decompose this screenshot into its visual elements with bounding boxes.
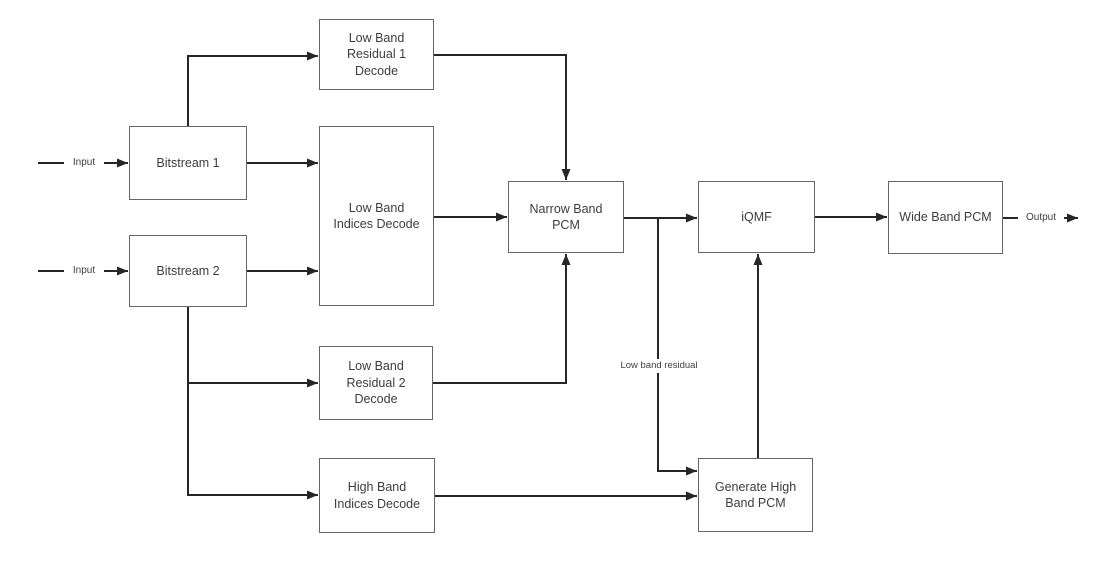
label-input-1: Input [64,156,104,170]
connector-residual1-narrowbandpcm [434,54,571,180]
connector-bitstream1-residual1decode [187,51,318,126]
node-bitstream-1: Bitstream 1 [129,126,247,200]
node-iqmf: iQMF [698,181,815,253]
label-input-2: Input [64,264,104,278]
label-low-band-residual: Low band residual [607,359,711,373]
node-low-band-residual-2-decode: Low Band Residual 2 Decode [319,346,433,420]
label-output: Output [1018,211,1064,225]
node-low-band-indices-decode: Low Band Indices Decode [319,126,434,306]
node-wide-band-pcm: Wide Band PCM [888,181,1003,254]
node-low-band-residual-1-decode: Low Band Residual 1 Decode [319,19,434,90]
node-generate-high-band-pcm: Generate High Band PCM [698,458,813,532]
connector-bitstream2-residual2decode [187,307,318,388]
connector-lowbandresidual-generatehigh [657,218,697,476]
connector-bitstream2-highbanddecode [187,383,318,500]
node-bitstream-2: Bitstream 2 [129,235,247,307]
connector-residual2-narrowbandpcm [433,254,571,384]
node-high-band-indices-decode: High Band Indices Decode [319,458,435,533]
node-narrow-band-pcm: Narrow Band PCM [508,181,624,253]
